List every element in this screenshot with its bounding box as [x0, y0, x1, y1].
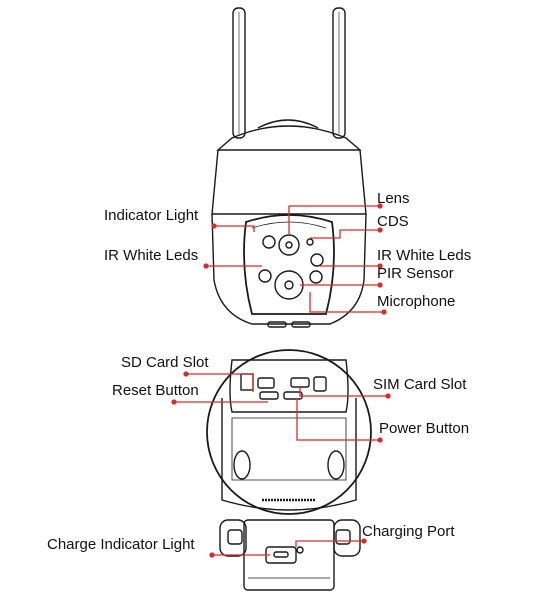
label-microphone: Microphone [377, 293, 456, 310]
charge-indicator-dot [296, 546, 304, 554]
sd-slot-shape [240, 373, 254, 391]
label-charging-port: Charging Port [362, 523, 455, 540]
charging-port-shape [265, 546, 297, 564]
label-pir-sensor: PIR Sensor [377, 265, 454, 282]
label-indicator-light: Indicator Light [104, 207, 199, 224]
ir-led-lower-right [309, 270, 323, 284]
sim-slot-shape [290, 377, 310, 388]
pir-sensor-circle [274, 270, 304, 300]
ir-led-lower-left [258, 269, 272, 283]
slot-panel [229, 359, 349, 413]
leader-cds [310, 229, 380, 239]
label-sd-card-slot: SD Card Slot [121, 354, 209, 371]
label-reset-button: Reset Button [112, 382, 199, 399]
label-ir-white-leds-right: IR White Leds [377, 247, 472, 264]
camera-housing [211, 149, 367, 215]
leader-microphone [309, 292, 384, 313]
leader-lines [171, 203, 391, 558]
leader-indicator-light [214, 225, 255, 232]
leader-sim-card-slot [299, 386, 388, 397]
rear-body [221, 398, 357, 511]
power-shape [283, 391, 303, 400]
lens-circle [278, 234, 300, 256]
label-cds: CDS [377, 213, 409, 230]
camera-head [211, 213, 367, 325]
label-charge-indicator-light: Charge Indicator Light [47, 536, 195, 553]
label-lens: Lens [377, 190, 410, 207]
label-power-button: Power Button [379, 420, 470, 437]
antenna-left [232, 7, 246, 139]
reset-shape [259, 391, 279, 400]
leader-charging-port [295, 540, 364, 547]
leader-sd-card-slot [186, 373, 254, 392]
leader-lens [288, 205, 380, 235]
ir-led-upper-right [310, 253, 324, 267]
cds-sensor [306, 238, 314, 246]
label-ir-white-leds-left: IR White Leds [104, 247, 199, 264]
label-sim-card-slot: SIM Card Slot [373, 376, 467, 393]
top-cap [216, 125, 362, 151]
antenna-right [332, 7, 346, 139]
leader-power-button [296, 398, 380, 441]
rear-circle [206, 349, 372, 515]
face-plate [243, 214, 335, 315]
top-dome [257, 119, 319, 129]
ir-led-upper-left [262, 235, 276, 249]
